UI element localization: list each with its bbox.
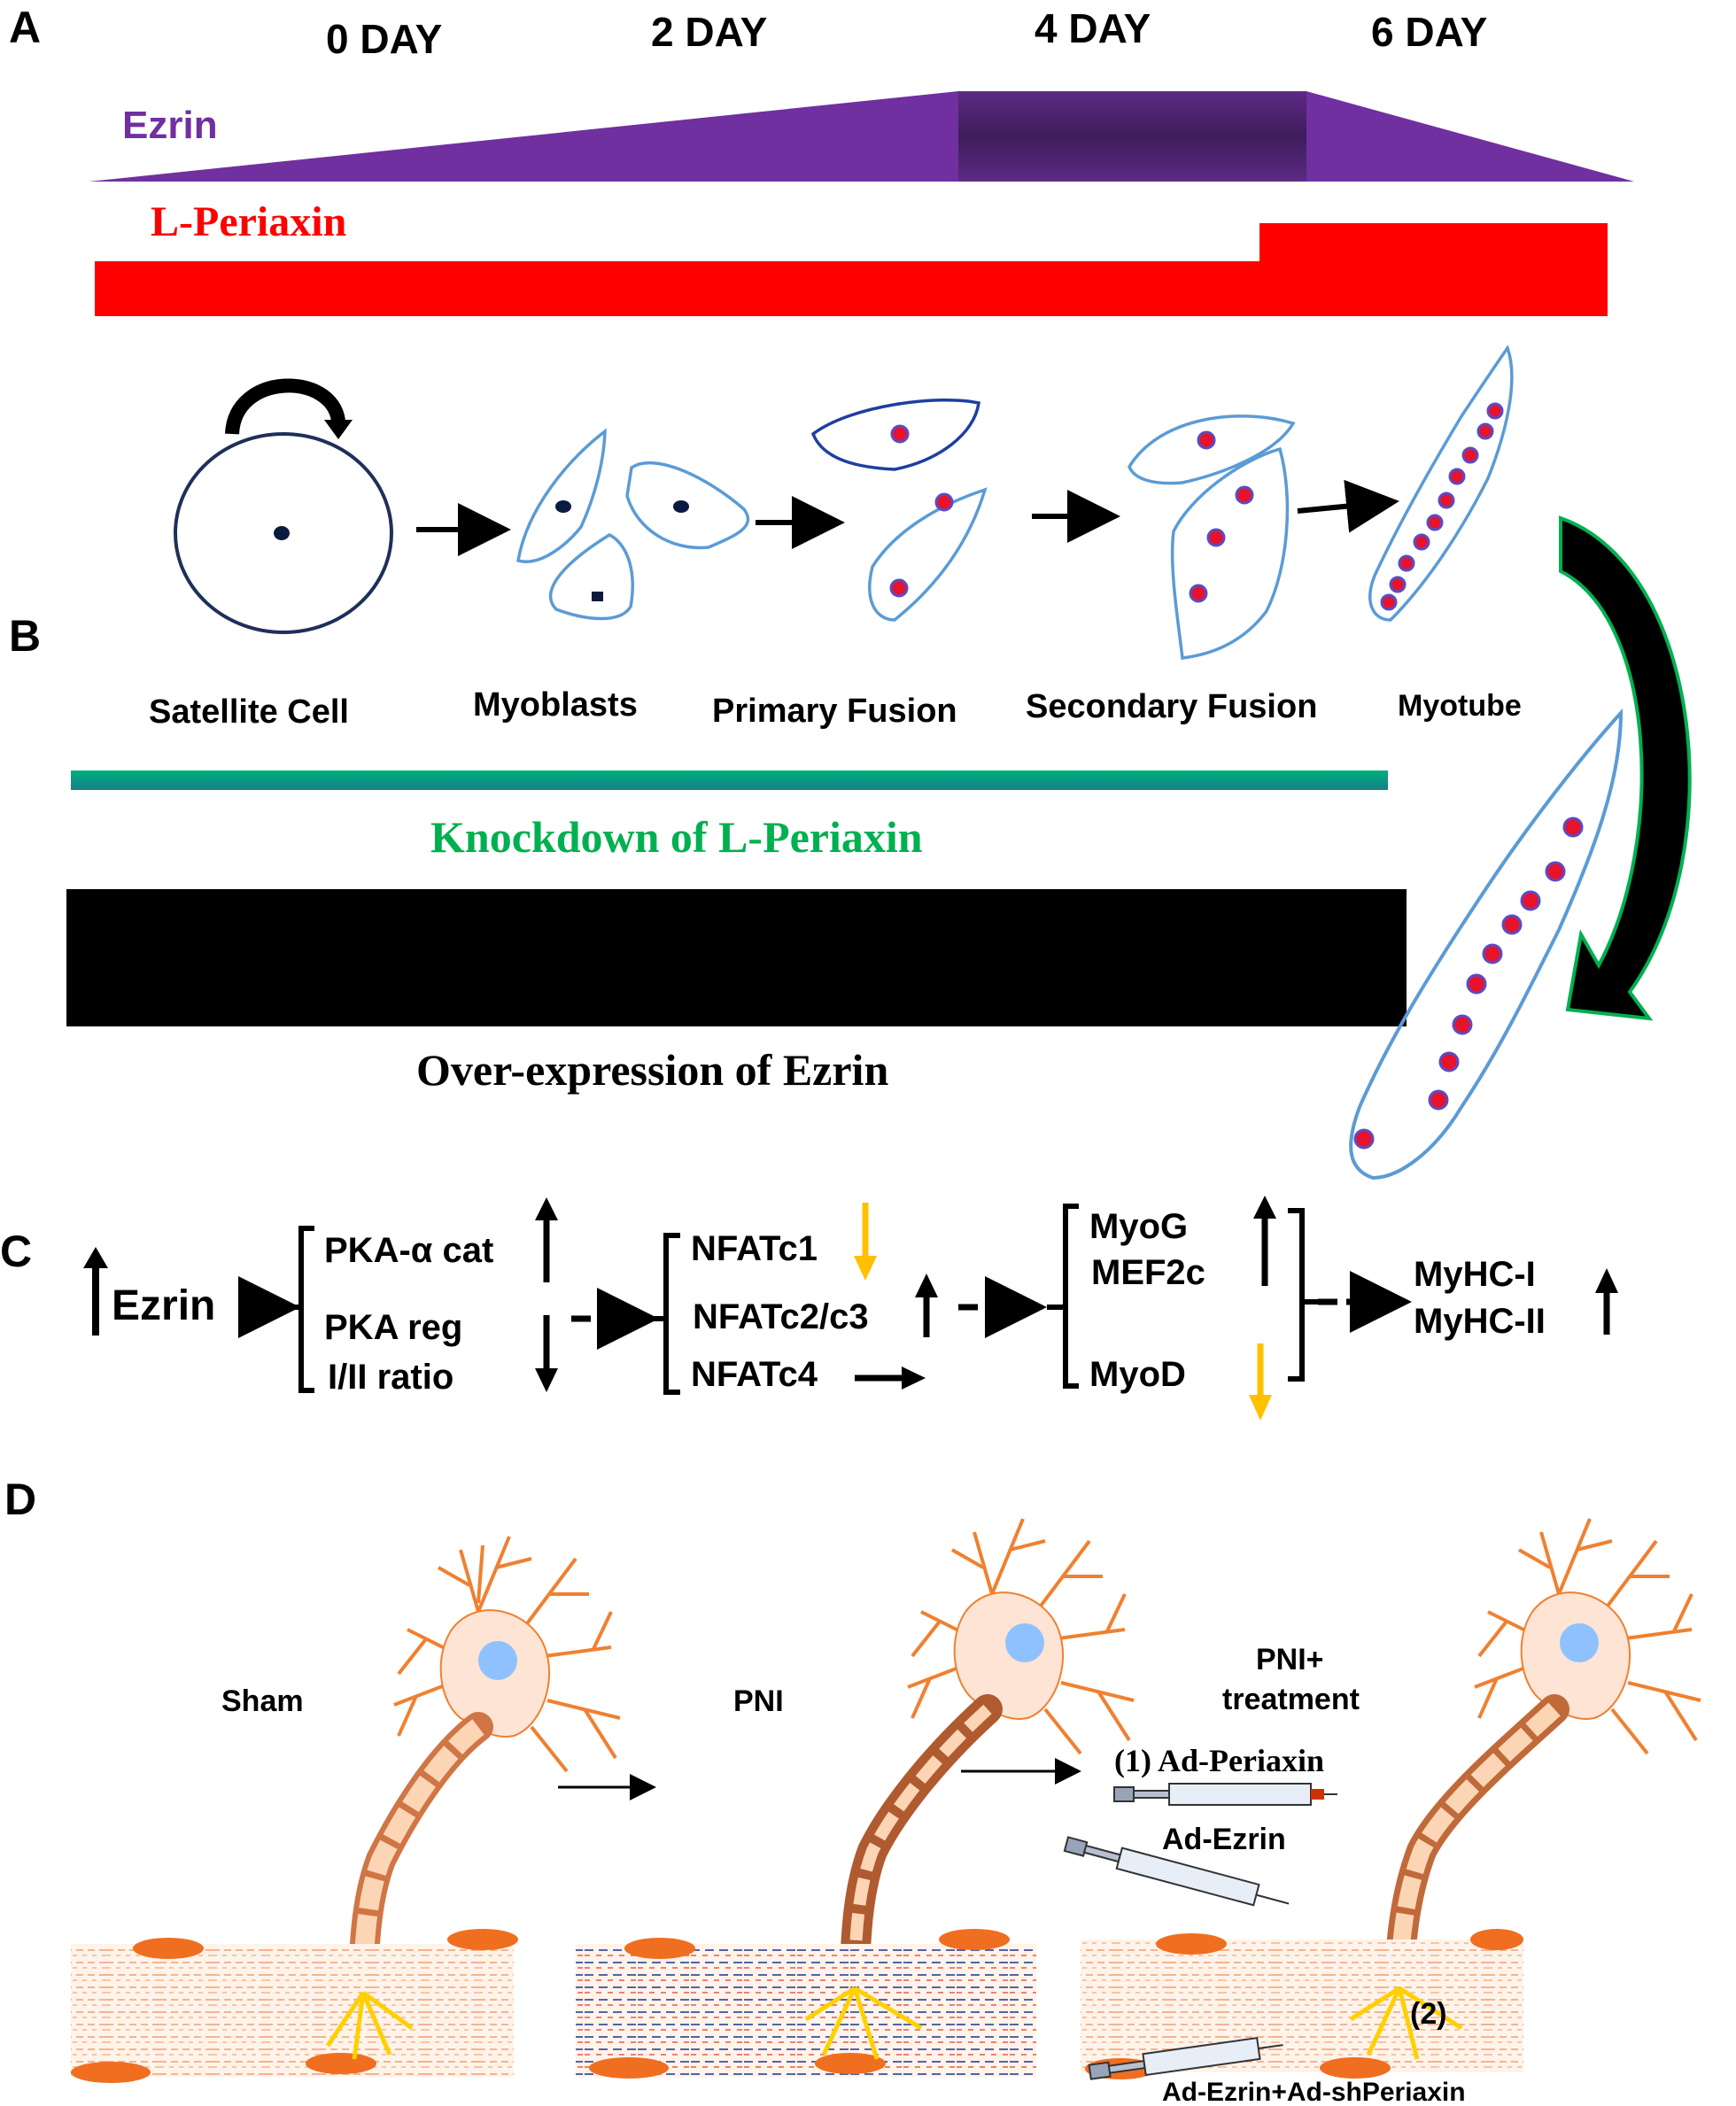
label-pni: PNI: [733, 1684, 784, 1718]
label-ad-ezrin-shperiaxin: Ad-Ezrin+Ad-shPeriaxin: [1162, 2078, 1466, 2106]
label-treatment-2: (2): [1410, 1997, 1447, 2031]
neuron-pni: [840, 1518, 1135, 2008]
myoblasts-cells: [516, 428, 750, 621]
ezrin-expression-wedge: [89, 91, 958, 182]
pathway-pka-ratio: I/II ratio: [328, 1358, 453, 1397]
overexpression-bar: [66, 889, 1407, 1026]
panel-label-c: C: [0, 1227, 32, 1276]
stage-label-primary-fusion: Primary Fusion: [712, 693, 957, 730]
knockdown-bar: [71, 770, 1388, 790]
terminal-sham: [325, 1990, 414, 2060]
ezrin-expression-label: Ezrin: [122, 104, 218, 147]
pathway-ezrin: Ezrin: [112, 1282, 215, 1329]
pathway-pka-reg: PKA reg: [324, 1308, 462, 1347]
day-2-label: 2 DAY: [651, 9, 767, 55]
syringe-periaxin-icon: [1113, 1783, 1337, 1806]
stage-label-myotube: Myotube: [1398, 689, 1522, 723]
nfatc4-right-arrow-icon: [855, 1367, 926, 1390]
day-0-label: 0 DAY: [326, 16, 442, 62]
satellite-cell: [174, 378, 393, 634]
pathway-nfatc23: NFATc2/c3: [693, 1297, 869, 1336]
pathway-nfatc1: NFATc1: [691, 1229, 818, 1268]
syringe-combo-icon: [1088, 2037, 1283, 2080]
myod-down-arrow-icon: [1249, 1343, 1272, 1421]
primary-fusion-cells: [810, 398, 988, 622]
stage-arrow-4: [1297, 479, 1399, 533]
ezrin-decline-wedge: [1306, 91, 1634, 182]
myo-right-bracket: [1288, 1208, 1318, 1382]
panel-label-b: B: [9, 611, 41, 661]
terminal-treatment: [1349, 1986, 1463, 2060]
pathway-myog: MyoG: [1089, 1207, 1188, 1246]
nfat-bracket: [651, 1233, 680, 1395]
label-sham: Sham: [221, 1684, 304, 1718]
syringe-ezrin-icon: [1063, 1836, 1290, 1907]
muscle-fiber-pni: [576, 1944, 1036, 2077]
stage-label-satellite-cell: Satellite Cell: [149, 693, 349, 731]
pathway-myod: MyoD: [1089, 1355, 1186, 1394]
pathway-myhc2: MyHC-II: [1414, 1302, 1546, 1341]
pathway-pka-cat: PKA-α cat: [324, 1231, 493, 1270]
muscle-fiber-sham: [71, 1944, 514, 2077]
myo-bracket: [1047, 1204, 1079, 1389]
muscle-fiber-treatment: [1081, 1940, 1523, 2072]
large-myotube-cell: [1349, 708, 1624, 1181]
day-4-label: 4 DAY: [1035, 5, 1151, 51]
pka-reg-down-arrow-icon: [535, 1315, 558, 1392]
periaxin-expression-bar: [95, 223, 1608, 316]
label-pni-treatment-line2: treatment: [1222, 1683, 1360, 1716]
stage-label-secondary-fusion: Secondary Fusion: [1026, 688, 1317, 725]
myo-up-arrow-icon: [1253, 1196, 1276, 1286]
terminal-pni: [804, 1986, 923, 2060]
secondary-fusion-cells: [1128, 414, 1296, 660]
panel-label-a: A: [9, 3, 41, 52]
pathway-myhc1: MyHC-I: [1414, 1255, 1536, 1294]
self-renewal-arrow-icon: [225, 378, 345, 435]
overexpression-label: Over-expression of Ezrin: [416, 1045, 888, 1095]
panel-label-d: D: [4, 1475, 36, 1524]
label-treatment-1: (1) Ad-Periaxin: [1114, 1743, 1324, 1778]
knockdown-label: Knockdown of L-Periaxin: [430, 812, 923, 862]
pathway-mef2c: MEF2c: [1091, 1253, 1205, 1292]
nfatc1-down-arrow-icon: [854, 1203, 877, 1281]
periaxin-expression-label: L-Periaxin: [151, 198, 346, 245]
myhc-up-arrow-icon: [1595, 1268, 1618, 1335]
day-6-label: 6 DAY: [1371, 9, 1487, 55]
ezrin-up-arrow-icon: [83, 1247, 108, 1336]
label-pni-treatment-line1: PNI+: [1256, 1643, 1324, 1676]
myotube-cell: [1368, 345, 1514, 622]
nfatc23-up-arrow-icon: [915, 1274, 938, 1337]
pka-cat-up-arrow-icon: [535, 1197, 558, 1282]
stage-label-myoblasts: Myoblasts: [473, 686, 638, 724]
curved-transition-arrow-icon: [1559, 515, 1692, 1021]
pathway-nfatc4: NFATc4: [691, 1355, 818, 1394]
neuron-treatment: [1384, 1518, 1701, 2008]
pka-bracket: [288, 1226, 314, 1393]
label-ad-ezrin: Ad-Ezrin: [1162, 1823, 1286, 1856]
ezrin-peak-block: [958, 91, 1306, 182]
